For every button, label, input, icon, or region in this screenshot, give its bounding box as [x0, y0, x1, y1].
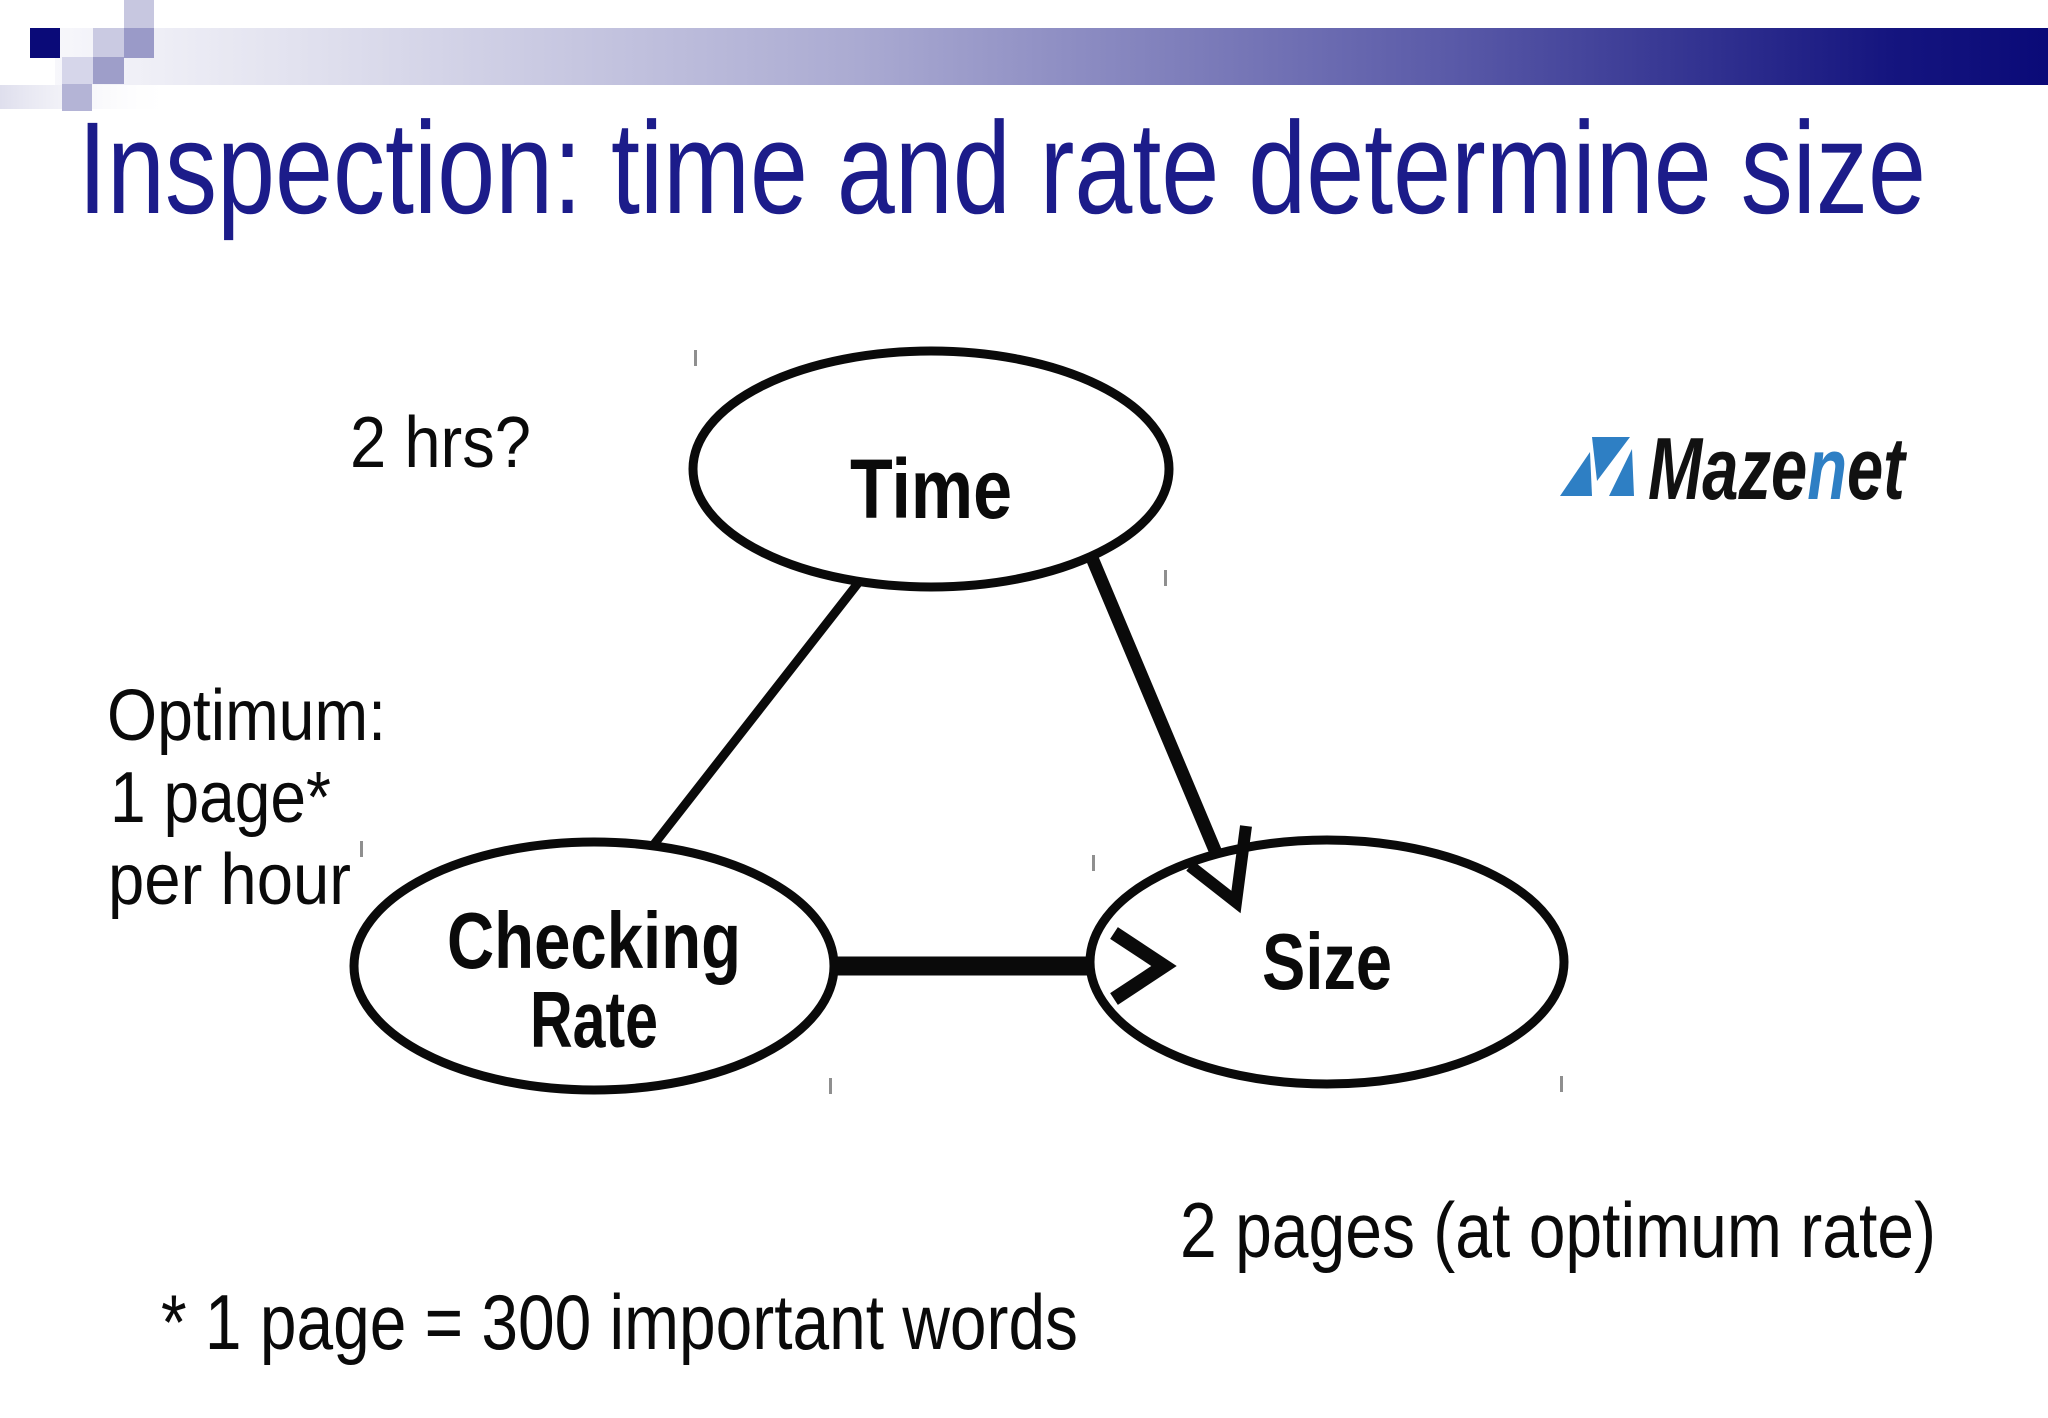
slide-title: Inspection: time and rate determine size [78, 94, 1926, 241]
decorative-square-4 [124, 28, 154, 58]
annotation-time-hint: 2 hrs? [350, 403, 531, 483]
decorative-square-6 [93, 57, 124, 84]
logo-text-maze: Maze [1648, 421, 1807, 519]
diagram-arrowheads [1110, 825, 1252, 1005]
decorative-square-2 [93, 28, 124, 58]
diagram-node-labels: Time Checking Rate Size [447, 442, 1392, 1064]
tick-mark [1164, 570, 1167, 586]
header-decoration [0, 0, 2048, 111]
decorative-square-1 [30, 28, 60, 58]
node-checking-rate-label-line1: Checking [447, 896, 741, 985]
tick-mark [829, 1078, 832, 1094]
slide-footnote: * 1 page = 300 important words [161, 1278, 1078, 1366]
node-time-label: Time [850, 442, 1012, 536]
annotation-rate-line3: per hour [108, 840, 351, 920]
tick-mark [694, 350, 697, 366]
node-size-ellipse [1085, 835, 1569, 1089]
mazenet-logo-mark-icon [1560, 437, 1634, 496]
logo-triangle-left [1560, 452, 1592, 496]
selection-tick-marks [360, 350, 1563, 1094]
header-gradient-band [55, 28, 2048, 85]
decorative-square-7 [62, 84, 92, 111]
annotation-rate-line2: 1 page* [110, 758, 331, 838]
annotation-size-hint: 2 pages (at optimum rate) [1180, 1186, 1936, 1274]
logo-triangle-top [1592, 437, 1630, 481]
annotation-rate-line1: Optimum: [107, 676, 386, 756]
tick-mark [1560, 1076, 1563, 1092]
tick-mark [1092, 855, 1095, 871]
node-checking-rate-ellipse [349, 837, 839, 1095]
logo-text-et: et [1847, 421, 1908, 519]
tick-mark [360, 841, 363, 857]
arrowhead-time-to-size [1186, 825, 1252, 914]
diagram-nodes [349, 346, 1569, 1095]
mazenet-logo: Mazenet [1560, 421, 1908, 519]
diagram-annotations: 2 hrs? Optimum: 1 page* per hour 2 pages… [107, 403, 1936, 1366]
arrowhead-checking-rate-to-size [1110, 927, 1177, 1005]
decorative-square-3 [124, 0, 154, 28]
node-size-label: Size [1262, 917, 1392, 1006]
node-time-ellipse [688, 346, 1174, 592]
logo-triangle-right [1609, 449, 1634, 496]
node-checking-rate-label-line2: Rate [530, 975, 658, 1064]
logo-text-n: n [1807, 421, 1847, 519]
decorative-square-5 [62, 57, 93, 84]
mazenet-logo-text: Mazenet [1648, 421, 1908, 519]
edge-time-to-checking-rate [644, 552, 884, 855]
